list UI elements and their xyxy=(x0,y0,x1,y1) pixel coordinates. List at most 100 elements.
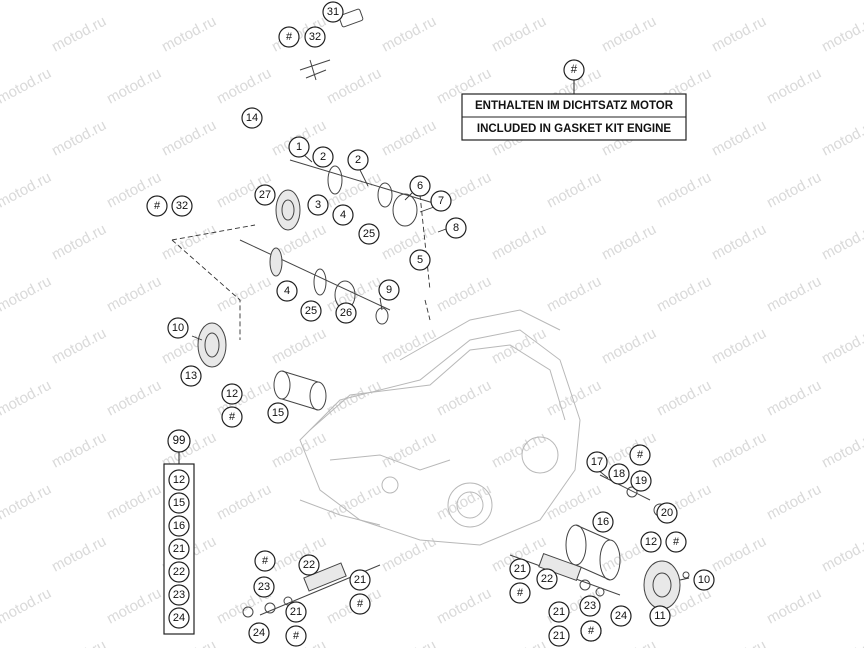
kit-item-label: 15 xyxy=(173,497,185,509)
watermark-text: motod.ru xyxy=(379,117,439,160)
watermark-text: motod.ru xyxy=(104,377,164,420)
watermark-text: motod.ru xyxy=(269,325,329,368)
shaft-right xyxy=(565,474,667,581)
watermark-text: motod.ru xyxy=(324,169,384,212)
watermark-text: motod.ru xyxy=(544,0,604,4)
chain-tensioner-13 xyxy=(197,322,227,368)
watermark-text: motod.ru xyxy=(0,0,54,4)
part-number-callout: 7 xyxy=(430,190,452,212)
watermark-text: motod.ru xyxy=(0,65,54,108)
callout-label: # xyxy=(637,449,644,461)
kit-item-label: 23 xyxy=(173,589,185,601)
callout-label: # xyxy=(517,587,524,599)
callout-label: 32 xyxy=(176,200,188,212)
part-number-callout: 20 xyxy=(656,502,678,524)
part-number-callout: 14 xyxy=(241,107,263,129)
legend-line-de: ENTHALTEN IM DICHTSATZ MOTOR xyxy=(475,100,674,112)
part-number-callout: 22 xyxy=(298,554,320,576)
callout-label: 16 xyxy=(597,516,609,528)
callout-label: 4 xyxy=(340,209,346,221)
watermark-text: motod.ru xyxy=(49,221,109,264)
watermark-text: motod.ru xyxy=(819,429,864,472)
callout-label: 21 xyxy=(354,574,366,586)
watermark-text: motod.ru xyxy=(654,273,714,316)
callout-label: 32 xyxy=(309,31,321,43)
watermark-text: motod.ru xyxy=(269,429,329,472)
camshaft-upper xyxy=(289,159,441,227)
valve-parts-top xyxy=(299,8,364,81)
watermark-text: motod.ru xyxy=(214,273,274,316)
kit-item: 16 xyxy=(168,515,190,537)
watermark-text: motod.ru xyxy=(159,117,219,160)
watermark-text: motod.ru xyxy=(324,65,384,108)
watermark-text: motod.ru xyxy=(764,377,824,420)
part-number-callout: 9 xyxy=(378,279,400,301)
watermark-text: motod.ru xyxy=(819,221,864,264)
part-number-callout: 15 xyxy=(267,402,289,424)
watermark-text: motod.ru xyxy=(709,221,769,264)
watermark-text: motod.ru xyxy=(709,325,769,368)
gasket-kit-marker-callout: # xyxy=(629,444,651,466)
callout-label: 27 xyxy=(259,189,271,201)
kit-item: 15 xyxy=(168,492,190,514)
part-number-callout: 21 xyxy=(509,558,531,580)
kit-item-label: 21 xyxy=(173,543,185,555)
watermark-text: motod.ru xyxy=(709,637,769,648)
watermark-text: motod.ru xyxy=(0,585,54,628)
callout-label: # xyxy=(229,411,236,423)
gasket-kit-marker-callout: # xyxy=(285,625,307,647)
part-number-callout: 5 xyxy=(409,249,431,271)
bearing-15 xyxy=(273,370,327,411)
part-number-callout: 32 xyxy=(171,195,193,217)
watermark-text: motod.ru xyxy=(434,481,494,524)
kit-header-label: 99 xyxy=(173,435,186,447)
watermark-text: motod.ru xyxy=(489,637,549,648)
watermark-text: motod.ru xyxy=(0,377,54,420)
callout-label: 22 xyxy=(303,559,315,571)
callout-label: # xyxy=(673,536,680,548)
watermark-text: motod.ru xyxy=(764,65,824,108)
watermark-text: motod.ru xyxy=(49,117,109,160)
callout-label: 11 xyxy=(654,610,665,622)
part-number-callout: 16 xyxy=(592,511,614,533)
watermark-text: motod.ru xyxy=(49,429,109,472)
watermark-text: motod.ru xyxy=(49,533,109,576)
callout-label: 24 xyxy=(615,610,627,622)
callout-label: 21 xyxy=(514,563,526,575)
watermark-text: motod.ru xyxy=(379,325,439,368)
callout-label: 15 xyxy=(272,407,284,419)
watermark-text: motod.ru xyxy=(159,13,219,56)
watermark-text: motod.ru xyxy=(379,429,439,472)
part-number-callout: 23 xyxy=(579,595,601,617)
watermark-text: motod.ru xyxy=(49,325,109,368)
watermark-text: motod.ru xyxy=(379,13,439,56)
callout-label: 20 xyxy=(661,507,673,519)
kit-item: 22 xyxy=(168,561,190,583)
part-number-callout: 27 xyxy=(254,184,276,206)
watermark-text: motod.ru xyxy=(819,117,864,160)
callout-label: 8 xyxy=(453,222,459,234)
watermark-text: motod.ru xyxy=(214,481,274,524)
kit-item-label: 16 xyxy=(173,520,185,532)
watermark-text: motod.ru xyxy=(104,481,164,524)
callout-label: # xyxy=(293,630,300,642)
watermark-text: motod.ru xyxy=(764,481,824,524)
gasket-kit-marker-callout: # xyxy=(580,620,602,642)
watermark-text: motod.ru xyxy=(709,13,769,56)
watermark-text: motod.ru xyxy=(819,533,864,576)
watermark-text: motod.ru xyxy=(434,585,494,628)
part-number-callout: 18 xyxy=(608,463,630,485)
callout-label: 2 xyxy=(320,151,326,163)
callout-label: 14 xyxy=(246,112,258,124)
gasket-kit-marker-callout: # xyxy=(278,26,300,48)
watermark-text: motod.ru xyxy=(544,169,604,212)
part-number-callout: 23 xyxy=(253,576,275,598)
gasket-kit-marker-callout: # xyxy=(665,531,687,553)
callout-label: 26 xyxy=(340,307,352,319)
callout-label: 25 xyxy=(305,305,317,317)
watermark-text: motod.ru xyxy=(379,637,439,648)
part-number-callout: 32 xyxy=(304,26,326,48)
part-number-callout: 19 xyxy=(630,470,652,492)
part-number-callout: 4 xyxy=(332,204,354,226)
part-number-callout: 8 xyxy=(445,217,467,239)
